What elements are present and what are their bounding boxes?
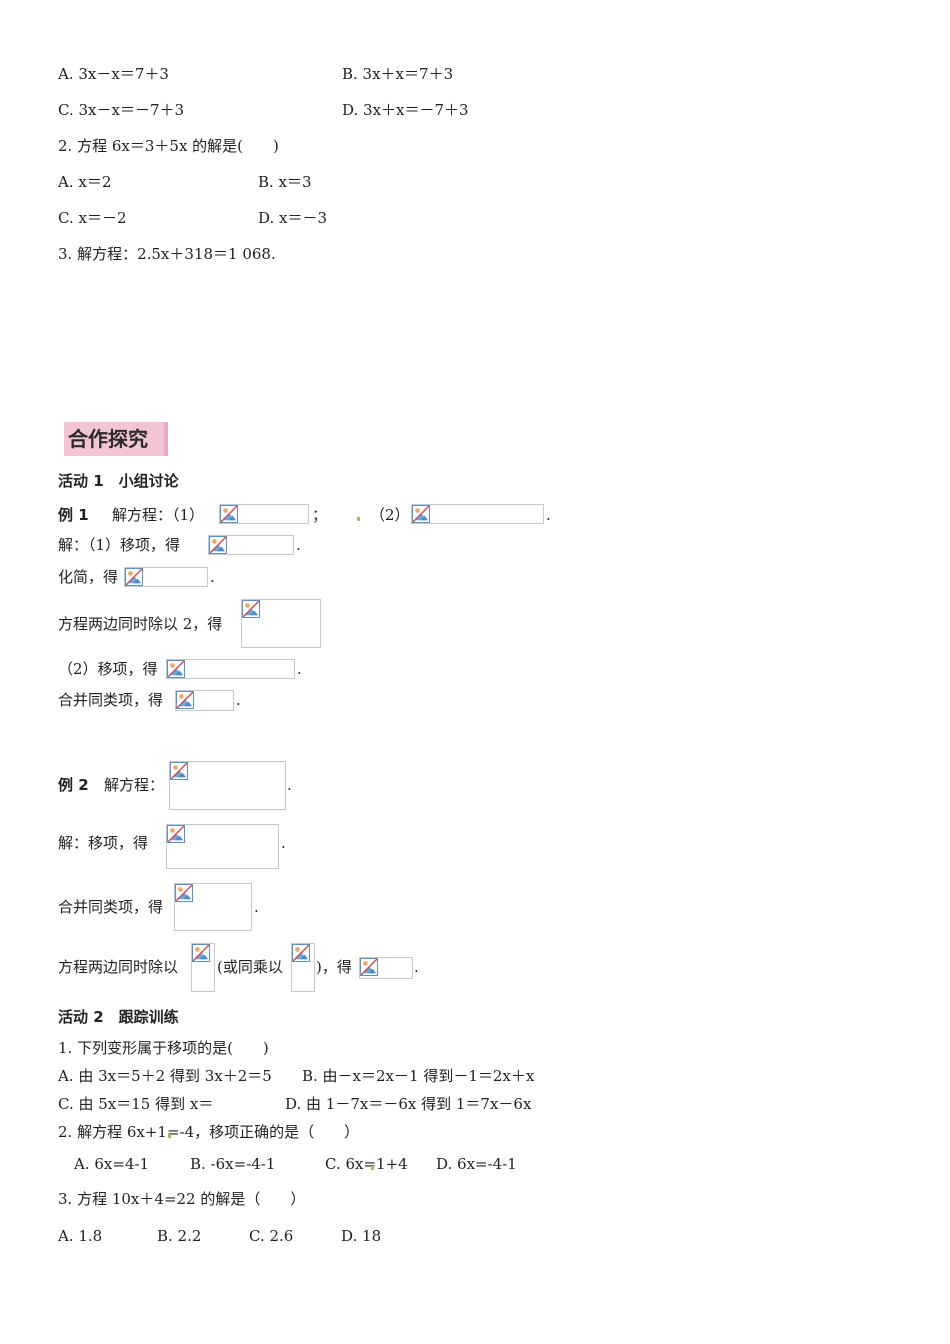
a2-q1-option-c: C. 由 5x＝15 得到 x＝ (58, 1095, 214, 1113)
a2-q3-stem: 3. 方程 10x＋4=22 的解是（ ） (58, 1190, 306, 1208)
equation-image-placeholder (241, 599, 321, 648)
a2-q3-option-b: B. 2.2 (157, 1227, 202, 1245)
solution-line-5-end: . (236, 691, 241, 709)
activity1-title: 活动 1 小组讨论 (58, 472, 179, 490)
solution-line-1-end: . (296, 536, 301, 554)
a2-q1-option-b: B. 由－x＝2x－1 得到－1＝2x＋x (302, 1067, 535, 1085)
example1-separator: ； (312, 506, 328, 524)
solution-line-3: 方程两边同时除以 2，得 (58, 615, 223, 633)
a2-q2-option-a: A. 6x=4-1 (74, 1155, 150, 1173)
a2-q3-option-c: C. 2.6 (249, 1227, 294, 1245)
example2-end: . (287, 776, 292, 794)
solution-line-4-end: . (297, 660, 302, 678)
a2-q2-option-c: C. 6x=1+4 (325, 1155, 408, 1173)
q2-option-b: B. x＝3 (258, 173, 312, 191)
q1-option-d: D. 3x＋x＝－7＋3 (342, 101, 469, 119)
equation-image-placeholder (411, 504, 544, 524)
broken-image-icon (125, 568, 143, 586)
solution-line-1: 解：（1）移项，得 (58, 536, 181, 554)
q2-option-d: D. x＝－3 (258, 209, 328, 227)
solution-line-5: 合并同类项，得 (58, 691, 164, 709)
example1-intro: 解方程：（1） (112, 506, 205, 524)
example2-label: 例 2 (58, 776, 89, 794)
equation-image-placeholder (359, 957, 413, 979)
q1-option-c: C. 3x－x＝－7＋3 (58, 101, 185, 119)
equation-image-placeholder (174, 883, 252, 931)
solution-line-4: （2）移项，得 (58, 660, 158, 678)
example2-line-1-end: . (281, 834, 286, 852)
example1-end: . (546, 506, 551, 524)
stray-mark (168, 1134, 171, 1138)
example2-line-1: 解：移项，得 (58, 834, 149, 852)
a2-q3-option-d: D. 18 (341, 1227, 382, 1245)
q1-option-b: B. 3x＋x＝7＋3 (342, 65, 454, 83)
q1-option-a: A. 3x－x＝7＋3 (58, 65, 169, 83)
broken-image-icon (209, 536, 227, 554)
example2-line-3-middle: (或同乘以 (217, 958, 283, 976)
broken-image-icon (176, 691, 194, 709)
broken-image-icon (220, 505, 238, 523)
q2-option-c: C. x＝－2 (58, 209, 127, 227)
a2-q3-option-a: A. 1.8 (58, 1227, 103, 1245)
equation-image-placeholder (191, 943, 215, 992)
broken-image-icon (175, 884, 193, 902)
a2-q2-option-d: D. 6x=-4-1 (436, 1155, 517, 1173)
a2-q1-option-a: A. 由 3x＝5＋2 得到 3x＋2＝5 (58, 1067, 272, 1085)
broken-image-icon (412, 505, 430, 523)
example2-line-3-end: . (414, 958, 419, 976)
equation-image-placeholder (219, 504, 309, 524)
section-banner: 合作探究 (64, 422, 168, 456)
equation-image-placeholder (124, 567, 208, 587)
solution-line-2-end: . (210, 568, 215, 586)
a2-q1-stem: 1. 下列变形属于移项的是( ) (58, 1039, 269, 1057)
stray-mark (371, 1166, 374, 1170)
example1-part2-label: （2） (370, 506, 410, 524)
example2-line-2-end: . (254, 898, 259, 916)
example2-line-2: 合并同类项，得 (58, 898, 164, 916)
broken-image-icon (360, 958, 378, 976)
a2-q1-option-d: D. 由 1－7x＝－6x 得到 1＝7x－6x (285, 1095, 532, 1113)
broken-image-icon (170, 762, 188, 780)
equation-image-placeholder (291, 943, 315, 992)
equation-image-placeholder (169, 761, 286, 810)
q2-stem: 2. 方程 6x＝3＋5x 的解是( ) (58, 137, 279, 155)
broken-image-icon (192, 944, 210, 962)
example2-line-3: 方程两边同时除以 (58, 958, 179, 976)
example2-intro: 解方程： (104, 776, 165, 794)
equation-image-placeholder (166, 824, 279, 869)
q2-option-a: A. x＝2 (58, 173, 112, 191)
example2-line-3-tail: )，得 (316, 958, 352, 976)
equation-image-placeholder (208, 535, 294, 555)
broken-image-icon (242, 600, 260, 618)
broken-image-icon (167, 660, 185, 678)
solution-line-2: 化简，得 (58, 568, 119, 586)
q3-stem: 3. 解方程：2.5x＋318＝1 068. (58, 245, 276, 263)
a2-q2-stem: 2. 解方程 6x+1=-4，移项正确的是（ ） (58, 1123, 360, 1141)
broken-image-icon (167, 825, 185, 843)
example1-label: 例 1 (58, 506, 89, 524)
broken-image-icon (292, 944, 310, 962)
equation-image-placeholder (166, 659, 295, 679)
stray-mark (357, 517, 360, 521)
activity2-title: 活动 2 跟踪训练 (58, 1008, 179, 1026)
a2-q2-option-b: B. -6x=-4-1 (190, 1155, 276, 1173)
equation-image-placeholder (175, 690, 234, 711)
